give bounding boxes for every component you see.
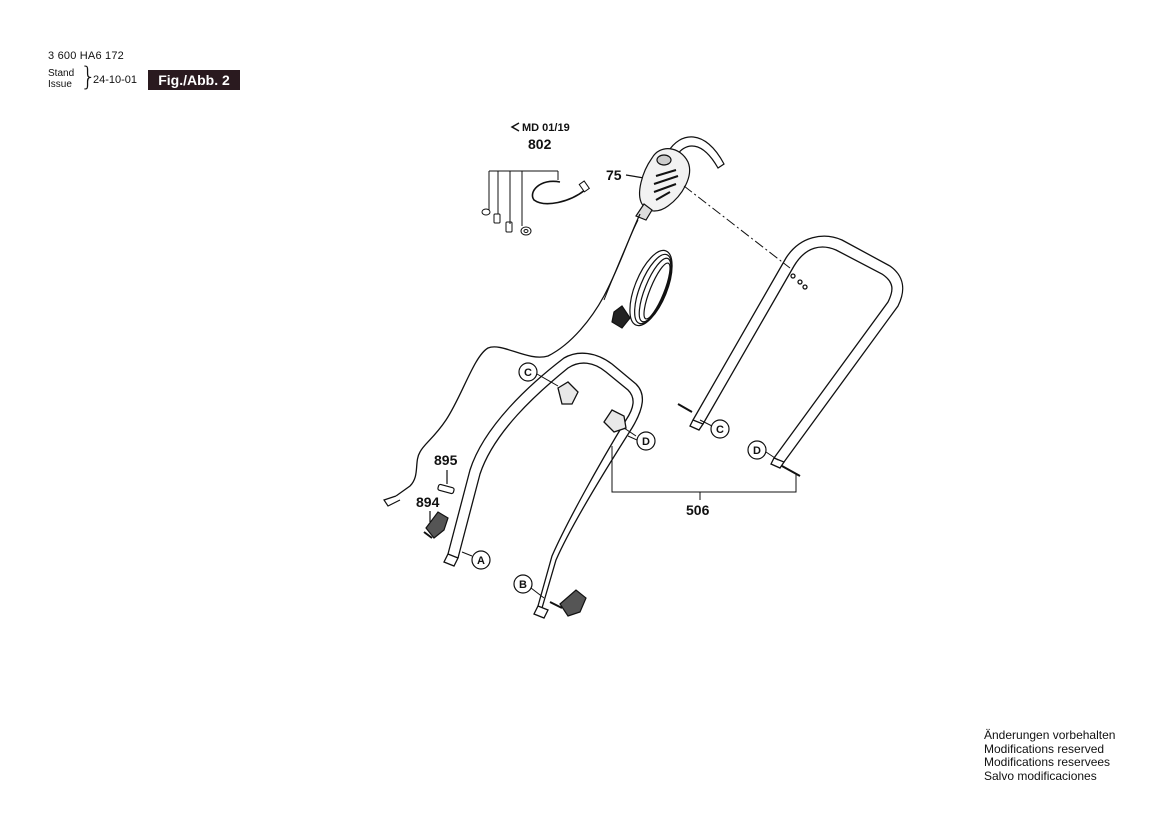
note-de: Änderungen vorbehalten (984, 728, 1116, 742)
marker-D-left: D (627, 431, 656, 451)
alignment-line (683, 185, 791, 269)
note-en: Modifications reserved (984, 741, 1105, 756)
note-es: Salvo modificaciones (984, 768, 1097, 783)
callout-75: 75 (606, 167, 622, 183)
coiled-cable (611, 249, 673, 329)
part-506-upper-handle (677, 235, 904, 477)
svg-text:C: C (524, 367, 532, 379)
svg-text:B: B (519, 579, 527, 591)
part-number: 3 600 HA6 172 (48, 50, 124, 62)
part-506-lower-handle (443, 352, 643, 619)
part-895-894: 895 894 (416, 452, 587, 617)
issue-label: Issue (48, 79, 72, 90)
revision-note: MD 01/19 (510, 122, 570, 134)
brace-symbol: } (80, 62, 97, 92)
part-75-switch-box: 75 (383, 136, 725, 507)
marker-C-left: C (518, 362, 559, 387)
note-fr: Modifications reservees (984, 755, 1111, 769)
callout-894: 894 (416, 494, 440, 510)
marker-B: B (513, 574, 545, 599)
figure-badge: Fig./Abb. 2 (148, 70, 240, 90)
callout-802: 802 (528, 136, 552, 152)
revision-note-label: MD 01/19 (522, 122, 570, 134)
stand-issue-labels: Stand Issue (48, 68, 74, 90)
marker-C-right: C (699, 419, 730, 439)
callout-506: 506 (686, 502, 710, 518)
svg-text:D: D (642, 436, 650, 448)
callout-895: 895 (434, 452, 458, 468)
issue-date: 24-10-01 (93, 74, 138, 86)
marker-A: A (461, 550, 491, 570)
svg-text:A: A (477, 555, 485, 567)
footer-notes: Änderungen vorbehalten Modifications res… (984, 728, 1116, 783)
part-802-kit: 802 (481, 136, 591, 236)
stand-label: Stand (48, 68, 75, 79)
svg-text:C: C (716, 424, 724, 436)
revision-arrow-icon (510, 122, 520, 132)
svg-text:D: D (753, 445, 761, 457)
marker-D-right: D (747, 440, 779, 461)
callout-506-bracket: 506 (611, 446, 797, 518)
